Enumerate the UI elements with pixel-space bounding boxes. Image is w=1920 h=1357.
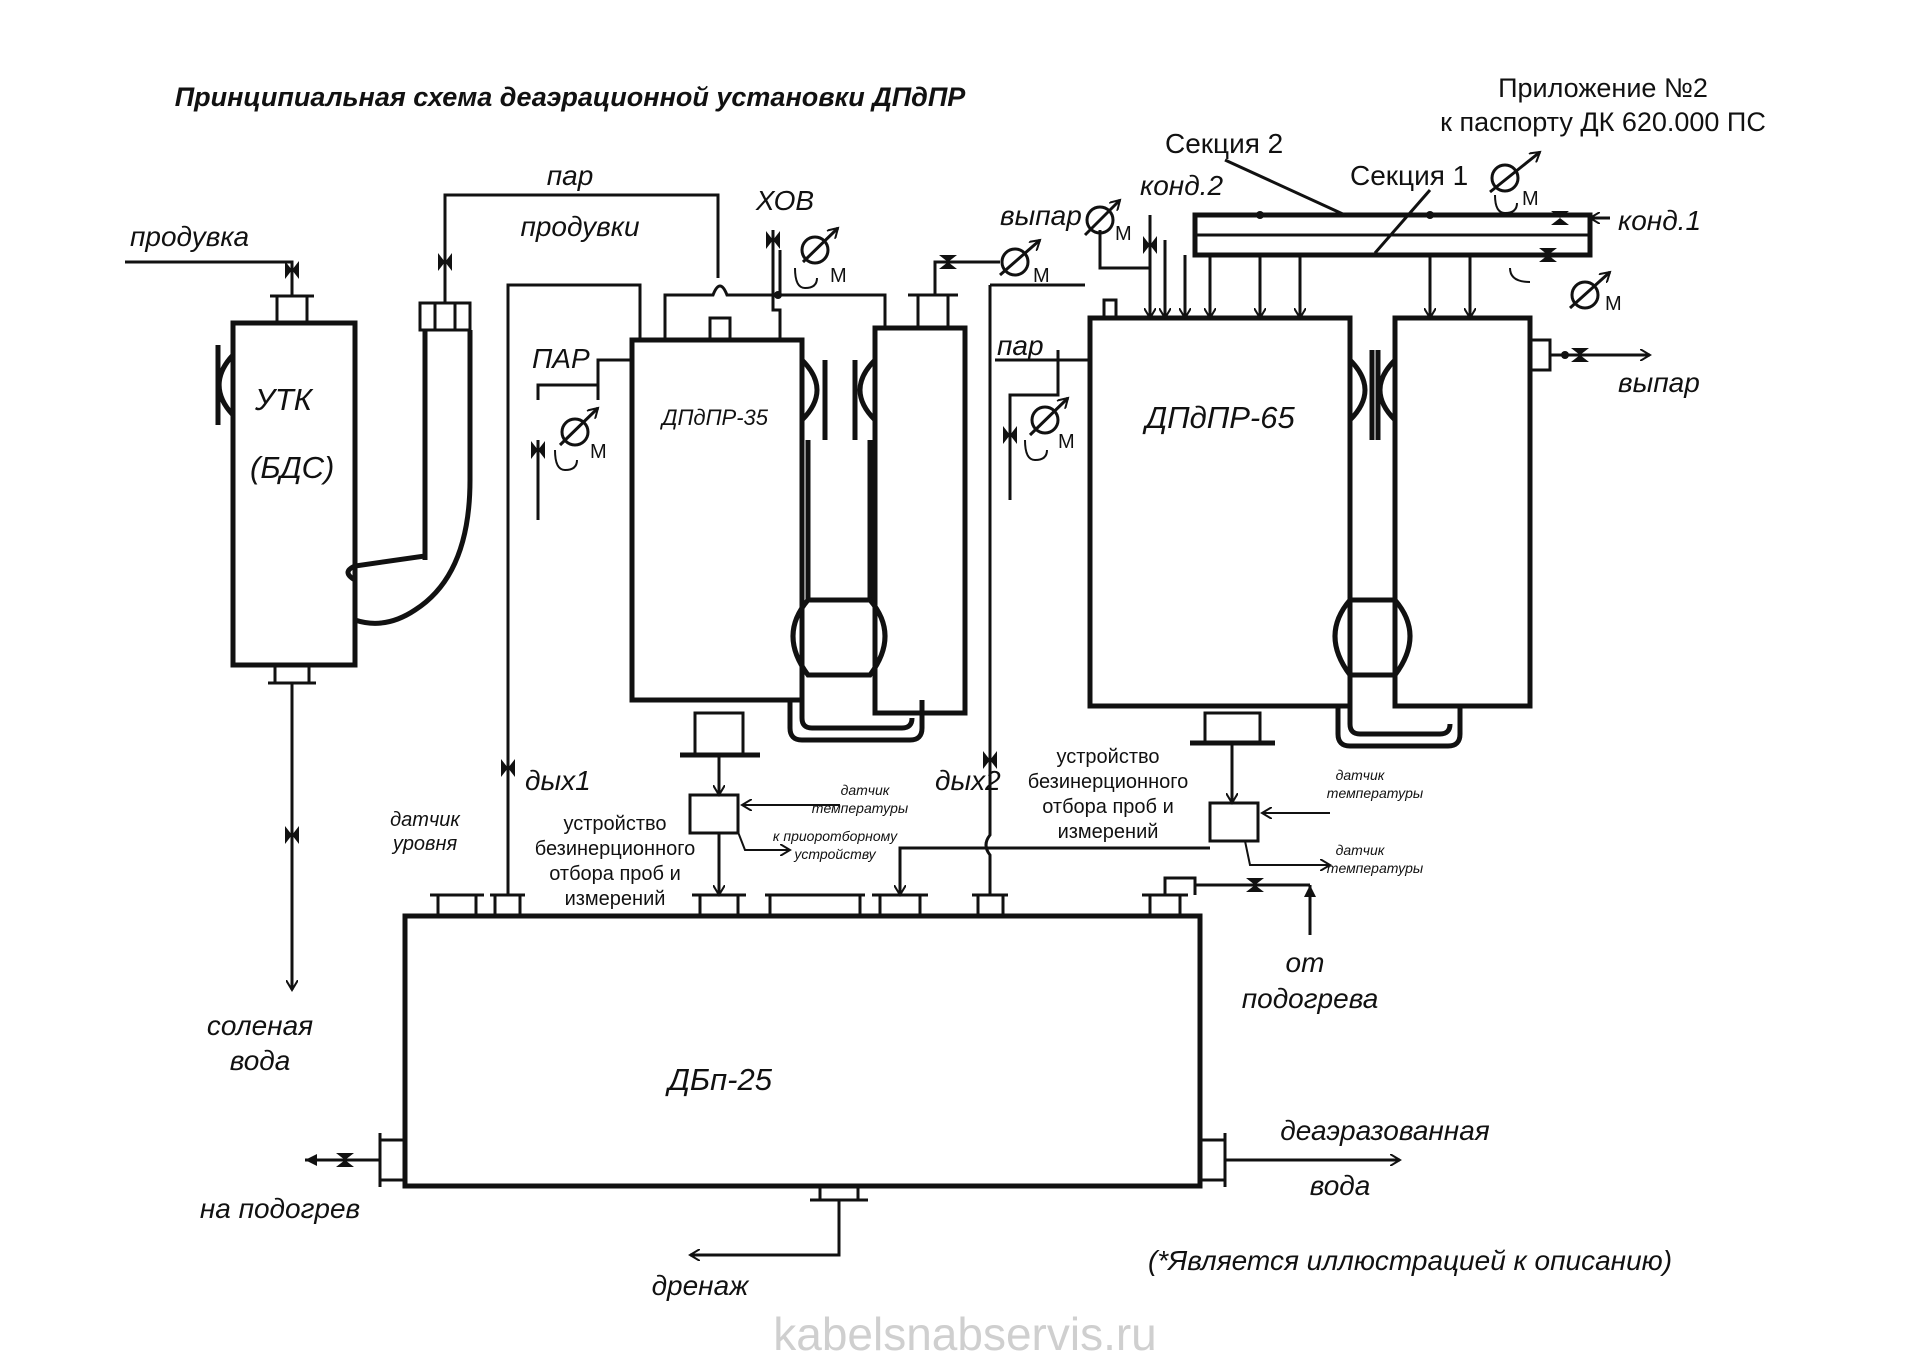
drenazh-label: дренаж [652,1270,751,1301]
ot-label: от [1286,947,1325,978]
svg-text:М: М [1605,293,1622,315]
dpdpr-35-vessel [629,293,968,758]
temp-sensor-2-line2: температуры [1327,785,1424,801]
watermark: kabelsnabservis.ru [773,1308,1157,1357]
vypar-right-label: выпар [1618,367,1700,398]
device1-line4: измерений [565,888,666,910]
svg-text:М: М [1058,431,1075,453]
device1-line2: безинерционного [535,838,696,860]
par-produvki-label-2: продувки [520,211,640,242]
par-lower-label: пар [997,330,1044,361]
sekciya2-label: Секция 2 [1165,128,1283,159]
dbp-25-vessel [378,893,1227,1202]
temp-sensor-3-line2: температуры [1327,860,1424,876]
par-upper-label: ПАР [532,343,590,374]
device1-line1: устройство [563,813,666,835]
dyh1-label: дых1 [525,765,591,796]
salt-water-label-1: соленая [207,1010,313,1041]
device2-line2: безинерционного [1028,771,1189,793]
utk-vessel [215,294,473,685]
device1-line3: отбора проб и [549,863,680,885]
gauge-icon: М [1083,200,1132,245]
appendix-line2: к паспорту ДК 620.000 ПС [1440,107,1766,137]
appendix-line1: Приложение №2 [1498,73,1708,103]
kond2-label: конд.2 [1140,170,1223,201]
temp-sensor-1-line1: датчик [841,782,891,798]
hov-label: ХОВ [755,185,814,216]
svg-text:М: М [590,441,607,463]
gauge-icon: М [554,408,607,472]
temp-sensor-3-line1: датчик [1336,842,1386,858]
vypar-mid-label: выпар [1000,200,1082,231]
produvka-label: продувка [130,221,249,252]
gauge-icon: М [1489,152,1540,215]
sampling-device-1 [688,793,740,835]
na-podogrev-label: на подогрев [200,1193,360,1224]
dpdpr-65-label: ДПдПР-65 [1142,400,1295,435]
svg-text:М: М [1522,188,1539,210]
podogreva-label: подогрева [1242,983,1379,1014]
dpdpr-65-vessel [1087,298,1552,749]
par-produvki-label-1: пар [547,160,594,191]
sampling-device-2 [1208,801,1260,843]
svg-text:М: М [830,265,847,287]
dbp-25-label: ДБп-25 [665,1062,773,1097]
svg-text:М: М [1115,223,1132,245]
illustration-note: (*Является иллюстрацией к описанию) [1148,1245,1672,1276]
gauge-icon: М [1024,398,1075,462]
deaer-water-line2: вода [1310,1170,1371,1201]
gauge-icon: М [1568,272,1622,315]
deaer-water-line1: деаэразованная [1280,1115,1490,1146]
dpdpr-35-label: ДПдПР-35 [659,405,769,430]
salt-water-label-2: вода [230,1045,291,1076]
device2-line3: отбора проб и [1042,796,1173,818]
temp-sensor-1-line2: температуры [812,800,909,816]
temp-sensor-2-line1: датчик [1336,767,1386,783]
kond1-label: конд.1 [1618,205,1701,236]
device2-line1: устройство [1056,746,1159,768]
to-sampler-line2: устройству [793,846,876,862]
level-sensor-line2: уровня [391,833,458,855]
level-sensor-line1: датчик [390,809,461,831]
device2-line4: измерений [1058,821,1159,843]
utk-label: УТК [254,382,314,417]
gauge-icon: М [794,228,847,290]
svg-text:М: М [1033,265,1050,287]
bds-label: (БДС) [250,450,334,485]
diagram-title: Принципиальная схема деаэрационной устан… [175,82,967,112]
to-sampler-line1: к приоротборному [773,828,898,844]
dyh2-label: дых2 [935,765,1001,796]
sekciya1-label: Секция 1 [1350,160,1468,191]
gauge-icon: М [999,240,1050,287]
